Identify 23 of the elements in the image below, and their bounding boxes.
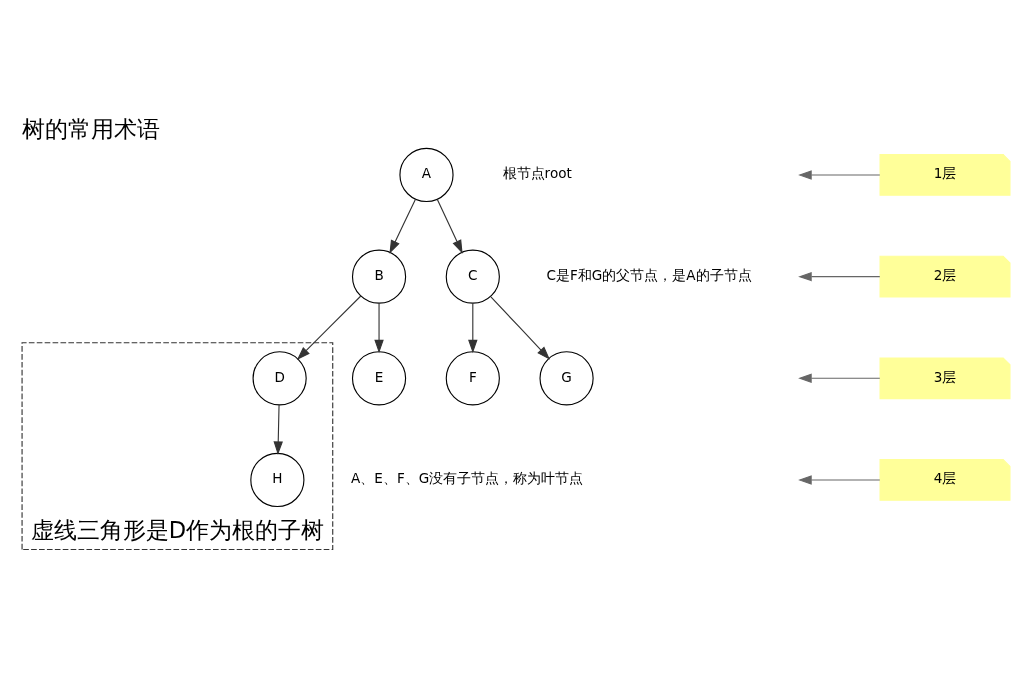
- arrow: [296, 295, 362, 360]
- arrow: [490, 296, 551, 360]
- arrow: [468, 302, 478, 354]
- node-circle: F: [445, 351, 500, 406]
- node-label: C是F和G的父节点，是A的子节点: [546, 267, 752, 284]
- node-circle: D: [252, 351, 307, 406]
- label: A、E、F、G没有子节点，称为叶节点: [351, 470, 584, 487]
- arrow: [389, 198, 417, 254]
- diagram-title: 树的常用术语: [21, 116, 160, 143]
- arrow: [798, 170, 881, 180]
- node-circle: E: [351, 351, 407, 406]
- node-circle: C: [445, 249, 500, 304]
- node-label: 根节点root: [502, 165, 572, 182]
- arrow: [273, 404, 283, 456]
- arrow: [798, 373, 881, 384]
- arrow: [798, 271, 881, 282]
- node-circle: G: [539, 351, 594, 406]
- node-circle: A: [399, 147, 454, 203]
- node-circle: H: [250, 452, 305, 508]
- node-circle: B: [351, 249, 407, 304]
- arrow: [798, 475, 881, 485]
- arrow: [374, 302, 384, 354]
- arrow: [436, 199, 463, 254]
